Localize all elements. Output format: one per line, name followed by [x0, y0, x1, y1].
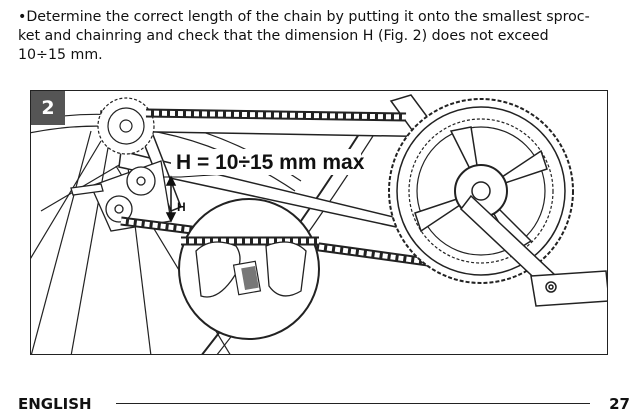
crank-and-pedal: [459, 194, 607, 307]
chain-upper: [145, 108, 407, 122]
dimension-callout: H = 10÷15 mm max: [176, 151, 365, 174]
rear-derailleur: [70, 160, 172, 232]
instruction-text: •Determine the correct length of the cha…: [18, 8, 630, 65]
footer-rule: [116, 403, 590, 404]
rear-sprockets: [97, 97, 155, 155]
magnified-detail: [178, 198, 320, 340]
page-number: 27: [609, 395, 630, 413]
figure-number: 2: [31, 91, 65, 125]
instruction-line: ket and chainring and check that the dim…: [18, 28, 549, 44]
chainring: [388, 98, 574, 284]
bicycle-drivetrain-drawing: H = 10÷15 mm max H: [31, 94, 607, 354]
instruction-line: 10÷15 mm.: [18, 47, 103, 63]
instruction-line: •Determine the correct length of the cha…: [18, 9, 590, 25]
callout-background: [171, 149, 361, 175]
figure-2-illustration: 2: [30, 90, 608, 355]
footer-language: ENGLISH: [18, 395, 92, 413]
dimension-label: H: [177, 200, 186, 214]
page-footer: ENGLISH 27: [18, 395, 630, 415]
